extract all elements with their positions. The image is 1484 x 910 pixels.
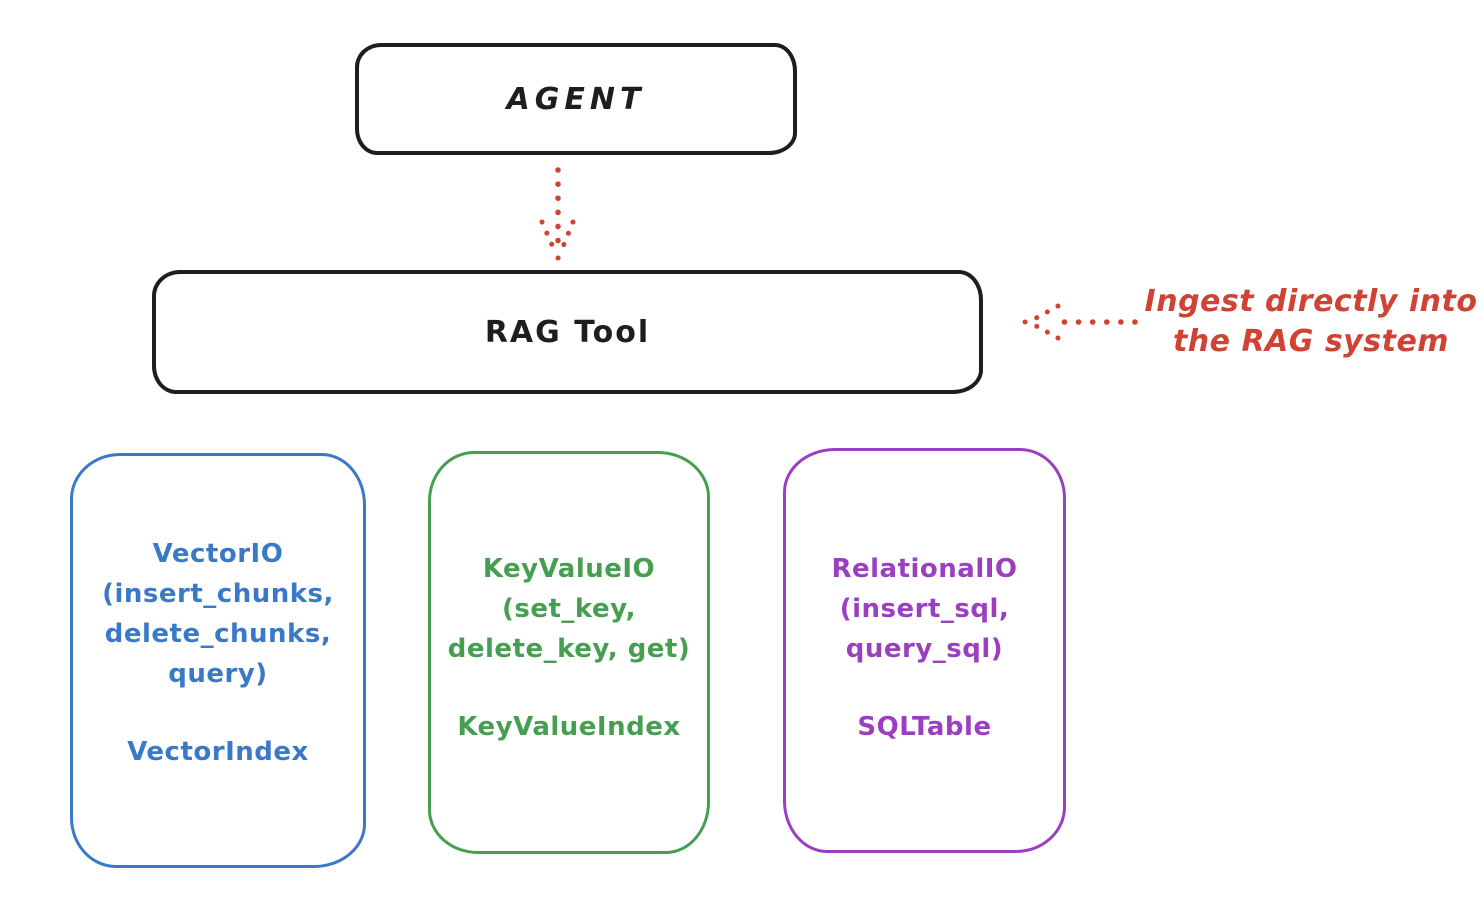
annotation-line-1: Ingest directly into (1144, 284, 1478, 319)
vector-io-line: delete_chunks, (104, 619, 332, 649)
node-agent: AGENT (355, 43, 797, 155)
arrow-agent-to-rag-tool (539, 167, 576, 261)
vector-index-label: VectorIndex (127, 737, 309, 767)
node-rag-tool-label: RAG Tool (484, 314, 651, 350)
vector-io-line: (insert_chunks, (102, 579, 334, 609)
keyvalue-io-title: KeyValueIO (482, 554, 656, 584)
vector-io-title: VectorIO (152, 539, 284, 569)
relational-io-title: RelationalIO (831, 554, 1018, 584)
node-vector-io: VectorIO (insert_chunks, delete_chunks, … (70, 453, 366, 868)
node-rag-tool: RAG Tool (152, 270, 983, 394)
relational-io-line: (insert_sql, (839, 594, 1010, 624)
node-keyvalue-io: KeyValueIO (set_key, delete_key, get) Ke… (428, 451, 710, 854)
relational-io-line: query_sql) (845, 634, 1004, 664)
keyvalue-io-line: delete_key, get) (447, 634, 691, 664)
keyvalue-io-line: (set_key, (502, 594, 636, 624)
keyvalue-index-label: KeyValueIndex (457, 712, 681, 742)
arrow-annotation-to-rag-tool (1022, 303, 1138, 341)
annotation-ingest-note: Ingest directly into the RAG system (1138, 282, 1484, 362)
vector-io-line: query) (168, 659, 268, 689)
sql-table-label: SQLTable (857, 712, 992, 742)
node-agent-label: AGENT (506, 81, 646, 117)
annotation-line-2: the RAG system (1172, 324, 1450, 359)
node-relational-io: RelationalIO (insert_sql, query_sql) SQL… (783, 448, 1066, 853)
